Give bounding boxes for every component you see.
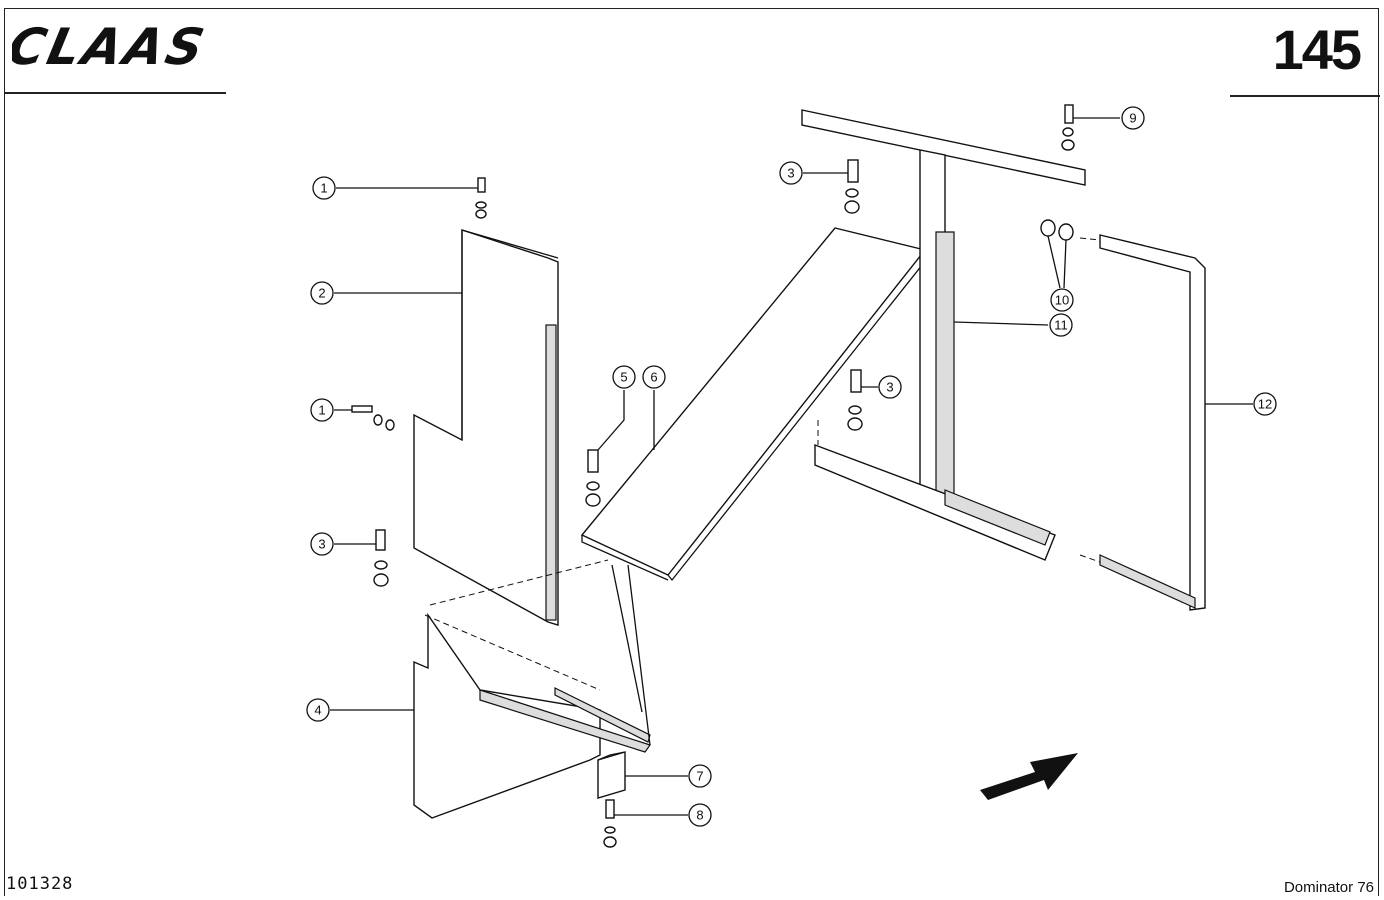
part-11-frame bbox=[801, 109, 1086, 561]
callout-5: 5 bbox=[612, 365, 636, 389]
callout-11: 11 bbox=[1049, 313, 1073, 337]
callout-3-left: 3 bbox=[310, 532, 334, 556]
callout-1-top: 1 bbox=[312, 176, 336, 200]
callout-2: 2 bbox=[310, 281, 334, 305]
callout-3-top: 3 bbox=[779, 161, 803, 185]
callout-7: 7 bbox=[688, 764, 712, 788]
svg-text:3: 3 bbox=[318, 537, 325, 552]
svg-text:3: 3 bbox=[787, 166, 794, 181]
leader-lines bbox=[330, 117, 1253, 816]
callout-1-mid: 1 bbox=[310, 398, 334, 422]
callout-4: 4 bbox=[306, 698, 330, 722]
callout-8: 8 bbox=[688, 803, 712, 827]
callout-10: 10 bbox=[1050, 288, 1074, 312]
page-number-rule bbox=[1230, 95, 1380, 97]
svg-text:6: 6 bbox=[650, 370, 657, 385]
callout-12: 12 bbox=[1253, 392, 1277, 416]
svg-text:2: 2 bbox=[318, 286, 325, 301]
svg-text:10: 10 bbox=[1055, 293, 1069, 308]
svg-text:4: 4 bbox=[314, 703, 321, 718]
svg-text:7: 7 bbox=[696, 769, 703, 784]
brand-text: CLAAS bbox=[12, 22, 212, 70]
callout-9: 9 bbox=[1121, 106, 1145, 130]
claas-logo: CLAAS bbox=[12, 22, 212, 70]
part-7-bracket bbox=[597, 751, 626, 799]
callout-3-right: 3 bbox=[878, 375, 902, 399]
svg-text:9: 9 bbox=[1129, 111, 1136, 126]
svg-text:1: 1 bbox=[320, 181, 327, 196]
svg-text:8: 8 bbox=[696, 808, 703, 823]
svg-text:3: 3 bbox=[886, 380, 893, 395]
machine-model: Dominator 76 bbox=[1283, 879, 1374, 896]
page-frame bbox=[4, 8, 1379, 896]
svg-text:5: 5 bbox=[620, 370, 627, 385]
svg-text:11: 11 bbox=[1054, 318, 1068, 333]
callout-6: 6 bbox=[642, 365, 666, 389]
logo-rule bbox=[4, 92, 226, 94]
part-12-frame bbox=[1079, 234, 1206, 611]
direction-arrow bbox=[980, 753, 1078, 800]
part-4-panel bbox=[413, 559, 651, 819]
page-number: 145 bbox=[1272, 18, 1362, 81]
svg-text:1: 1 bbox=[318, 403, 325, 418]
document-id: 101328 bbox=[6, 874, 74, 894]
svg-text:12: 12 bbox=[1258, 397, 1272, 412]
part-2-panel bbox=[413, 229, 559, 626]
